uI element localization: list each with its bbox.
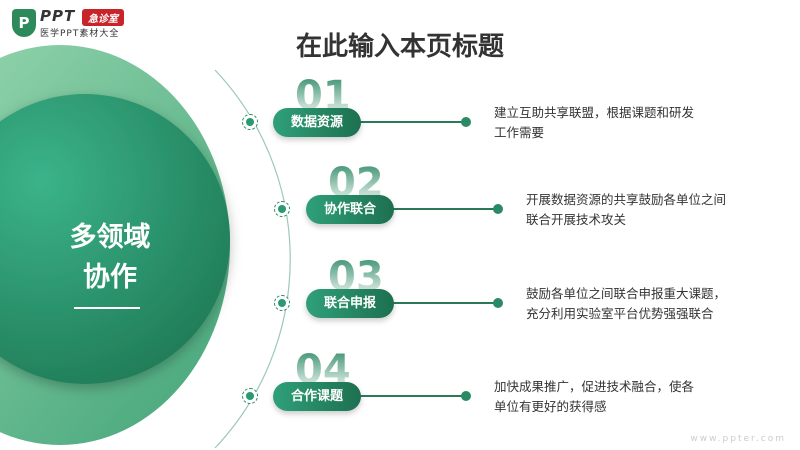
center-title: 多领域 协作 — [40, 218, 180, 298]
item-label-pill: 联合申报 — [306, 289, 394, 318]
logo-subtitle: 医学PPT素材大全 — [40, 29, 120, 39]
item-label-pill: 合作课题 — [273, 382, 361, 411]
logo-brand: PPT — [40, 7, 76, 25]
center-title-line1: 多领域 — [69, 222, 151, 253]
item-description: 开展数据资源的共享鼓励各单位之间联合开展技术攻关 — [526, 192, 727, 227]
arc-dot-icon — [242, 114, 258, 130]
connector-line — [386, 302, 498, 304]
arc-dot-icon — [242, 388, 258, 404]
logo: P PPT 急诊室 医学PPT素材大全 — [8, 6, 158, 40]
shield-logo-icon: P — [12, 9, 36, 37]
item-label-pill: 数据资源 — [273, 108, 361, 137]
center-circle — [0, 94, 230, 384]
watermark: www.ppter.com — [690, 434, 786, 444]
connector-line — [353, 121, 466, 123]
item-description: 鼓励各单位之间联合申报重大课题，充分利用实验室平台优势强强联合 — [526, 286, 727, 321]
line-end-dot-icon — [461, 117, 471, 127]
connector-line — [386, 208, 498, 210]
line-end-dot-icon — [461, 391, 471, 401]
line-end-dot-icon — [493, 298, 503, 308]
logo-badge: 急诊室 — [82, 9, 124, 26]
page-title: 在此输入本页标题 — [295, 32, 504, 62]
item-label-pill: 协作联合 — [306, 195, 394, 224]
center-underline — [74, 307, 140, 309]
arc-dot-icon — [274, 201, 290, 217]
arc-dot-icon — [274, 295, 290, 311]
connector-line — [353, 395, 466, 397]
center-title-line2: 协作 — [83, 262, 137, 293]
item-description: 加快成果推广，促进技术融合，使各单位有更好的获得感 — [494, 379, 695, 414]
item-description: 建立互助共享联盟，根据课题和研发工作需要 — [494, 105, 695, 140]
line-end-dot-icon — [493, 204, 503, 214]
